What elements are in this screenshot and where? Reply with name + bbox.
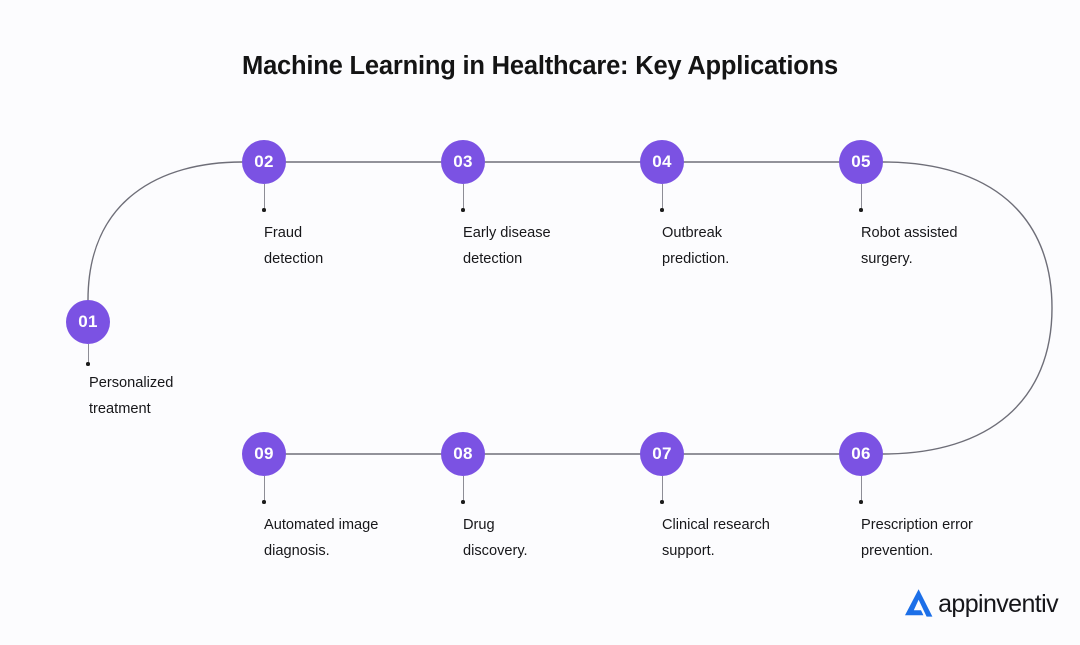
node-circle-02[interactable]: 02 bbox=[242, 140, 286, 184]
appinventiv-a-mark-icon bbox=[905, 589, 933, 617]
node-dot-03 bbox=[461, 208, 465, 212]
node-dot-08 bbox=[461, 500, 465, 504]
node-circle-04[interactable]: 04 bbox=[640, 140, 684, 184]
node-label-08: Drug discovery. bbox=[463, 517, 528, 559]
node-label-05: Robot assisted surgery. bbox=[861, 225, 958, 267]
node-circle-01[interactable]: 01 bbox=[66, 300, 110, 344]
node-circle-08[interactable]: 08 bbox=[441, 432, 485, 476]
node-stem-08 bbox=[462, 476, 464, 500]
node-circle-06[interactable]: 06 bbox=[839, 432, 883, 476]
node-dot-09 bbox=[262, 500, 266, 504]
node-stem-06 bbox=[860, 476, 862, 500]
node-circle-07[interactable]: 07 bbox=[640, 432, 684, 476]
node-label-02: Fraud detection bbox=[264, 225, 324, 267]
node-stem-09 bbox=[263, 476, 265, 500]
node-stem-01 bbox=[87, 344, 89, 362]
node-label-03: Early disease detection bbox=[463, 225, 551, 267]
node-label-09: Automated image diagnosis. bbox=[264, 517, 379, 559]
node-label-04: Outbreak prediction. bbox=[662, 225, 730, 267]
node-circle-09[interactable]: 09 bbox=[242, 432, 286, 476]
node-dot-01 bbox=[86, 362, 90, 366]
node-dot-02 bbox=[262, 208, 266, 212]
node-label-01: Personalized treatment bbox=[89, 375, 174, 417]
brand-wordmark: appinventiv bbox=[938, 589, 1058, 618]
brand-logo: appinventiv bbox=[902, 587, 1059, 619]
node-dot-07 bbox=[660, 500, 664, 504]
node-label-06: Prescription error prevention. bbox=[861, 517, 973, 559]
node-stem-07 bbox=[661, 476, 663, 500]
node-label-07: Clinical research support. bbox=[662, 517, 770, 559]
node-stem-02 bbox=[263, 184, 265, 208]
node-dot-04 bbox=[660, 208, 664, 212]
curve-01-to-02 bbox=[87, 161, 243, 301]
curve-05-to-06 bbox=[882, 161, 1053, 455]
node-dot-06 bbox=[859, 500, 863, 504]
node-stem-03 bbox=[462, 184, 464, 208]
node-stem-04 bbox=[661, 184, 663, 208]
node-stem-05 bbox=[860, 184, 862, 208]
node-circle-03[interactable]: 03 bbox=[441, 140, 485, 184]
node-dot-05 bbox=[859, 208, 863, 212]
node-circle-05[interactable]: 05 bbox=[839, 140, 883, 184]
page-title: Machine Learning in Healthcare: Key Appl… bbox=[242, 52, 838, 80]
